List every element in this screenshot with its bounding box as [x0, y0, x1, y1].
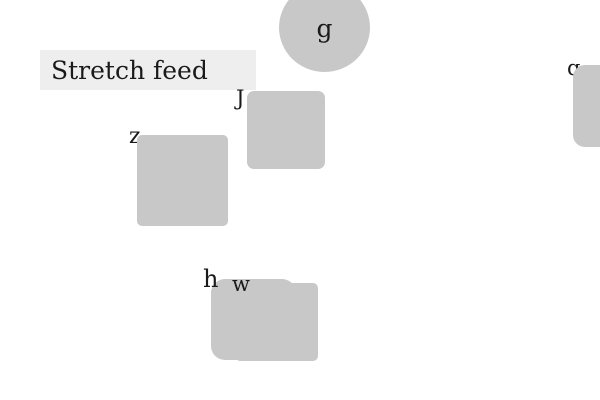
feed-title-bar: Stretch feed: [40, 50, 256, 90]
node-w-label: w: [232, 272, 250, 296]
node-g-label: g: [316, 14, 333, 43]
feed-title: Stretch feed: [51, 55, 208, 85]
node-z-label: z: [129, 124, 141, 149]
node-j-label: J: [236, 86, 245, 110]
node-j-box[interactable]: [247, 91, 325, 169]
node-w-box[interactable]: [235, 283, 318, 361]
node-g-circle[interactable]: g: [279, 0, 370, 72]
node-z-box[interactable]: [137, 135, 228, 226]
node-q-box[interactable]: [573, 65, 600, 147]
node-h-label: h: [203, 265, 219, 293]
